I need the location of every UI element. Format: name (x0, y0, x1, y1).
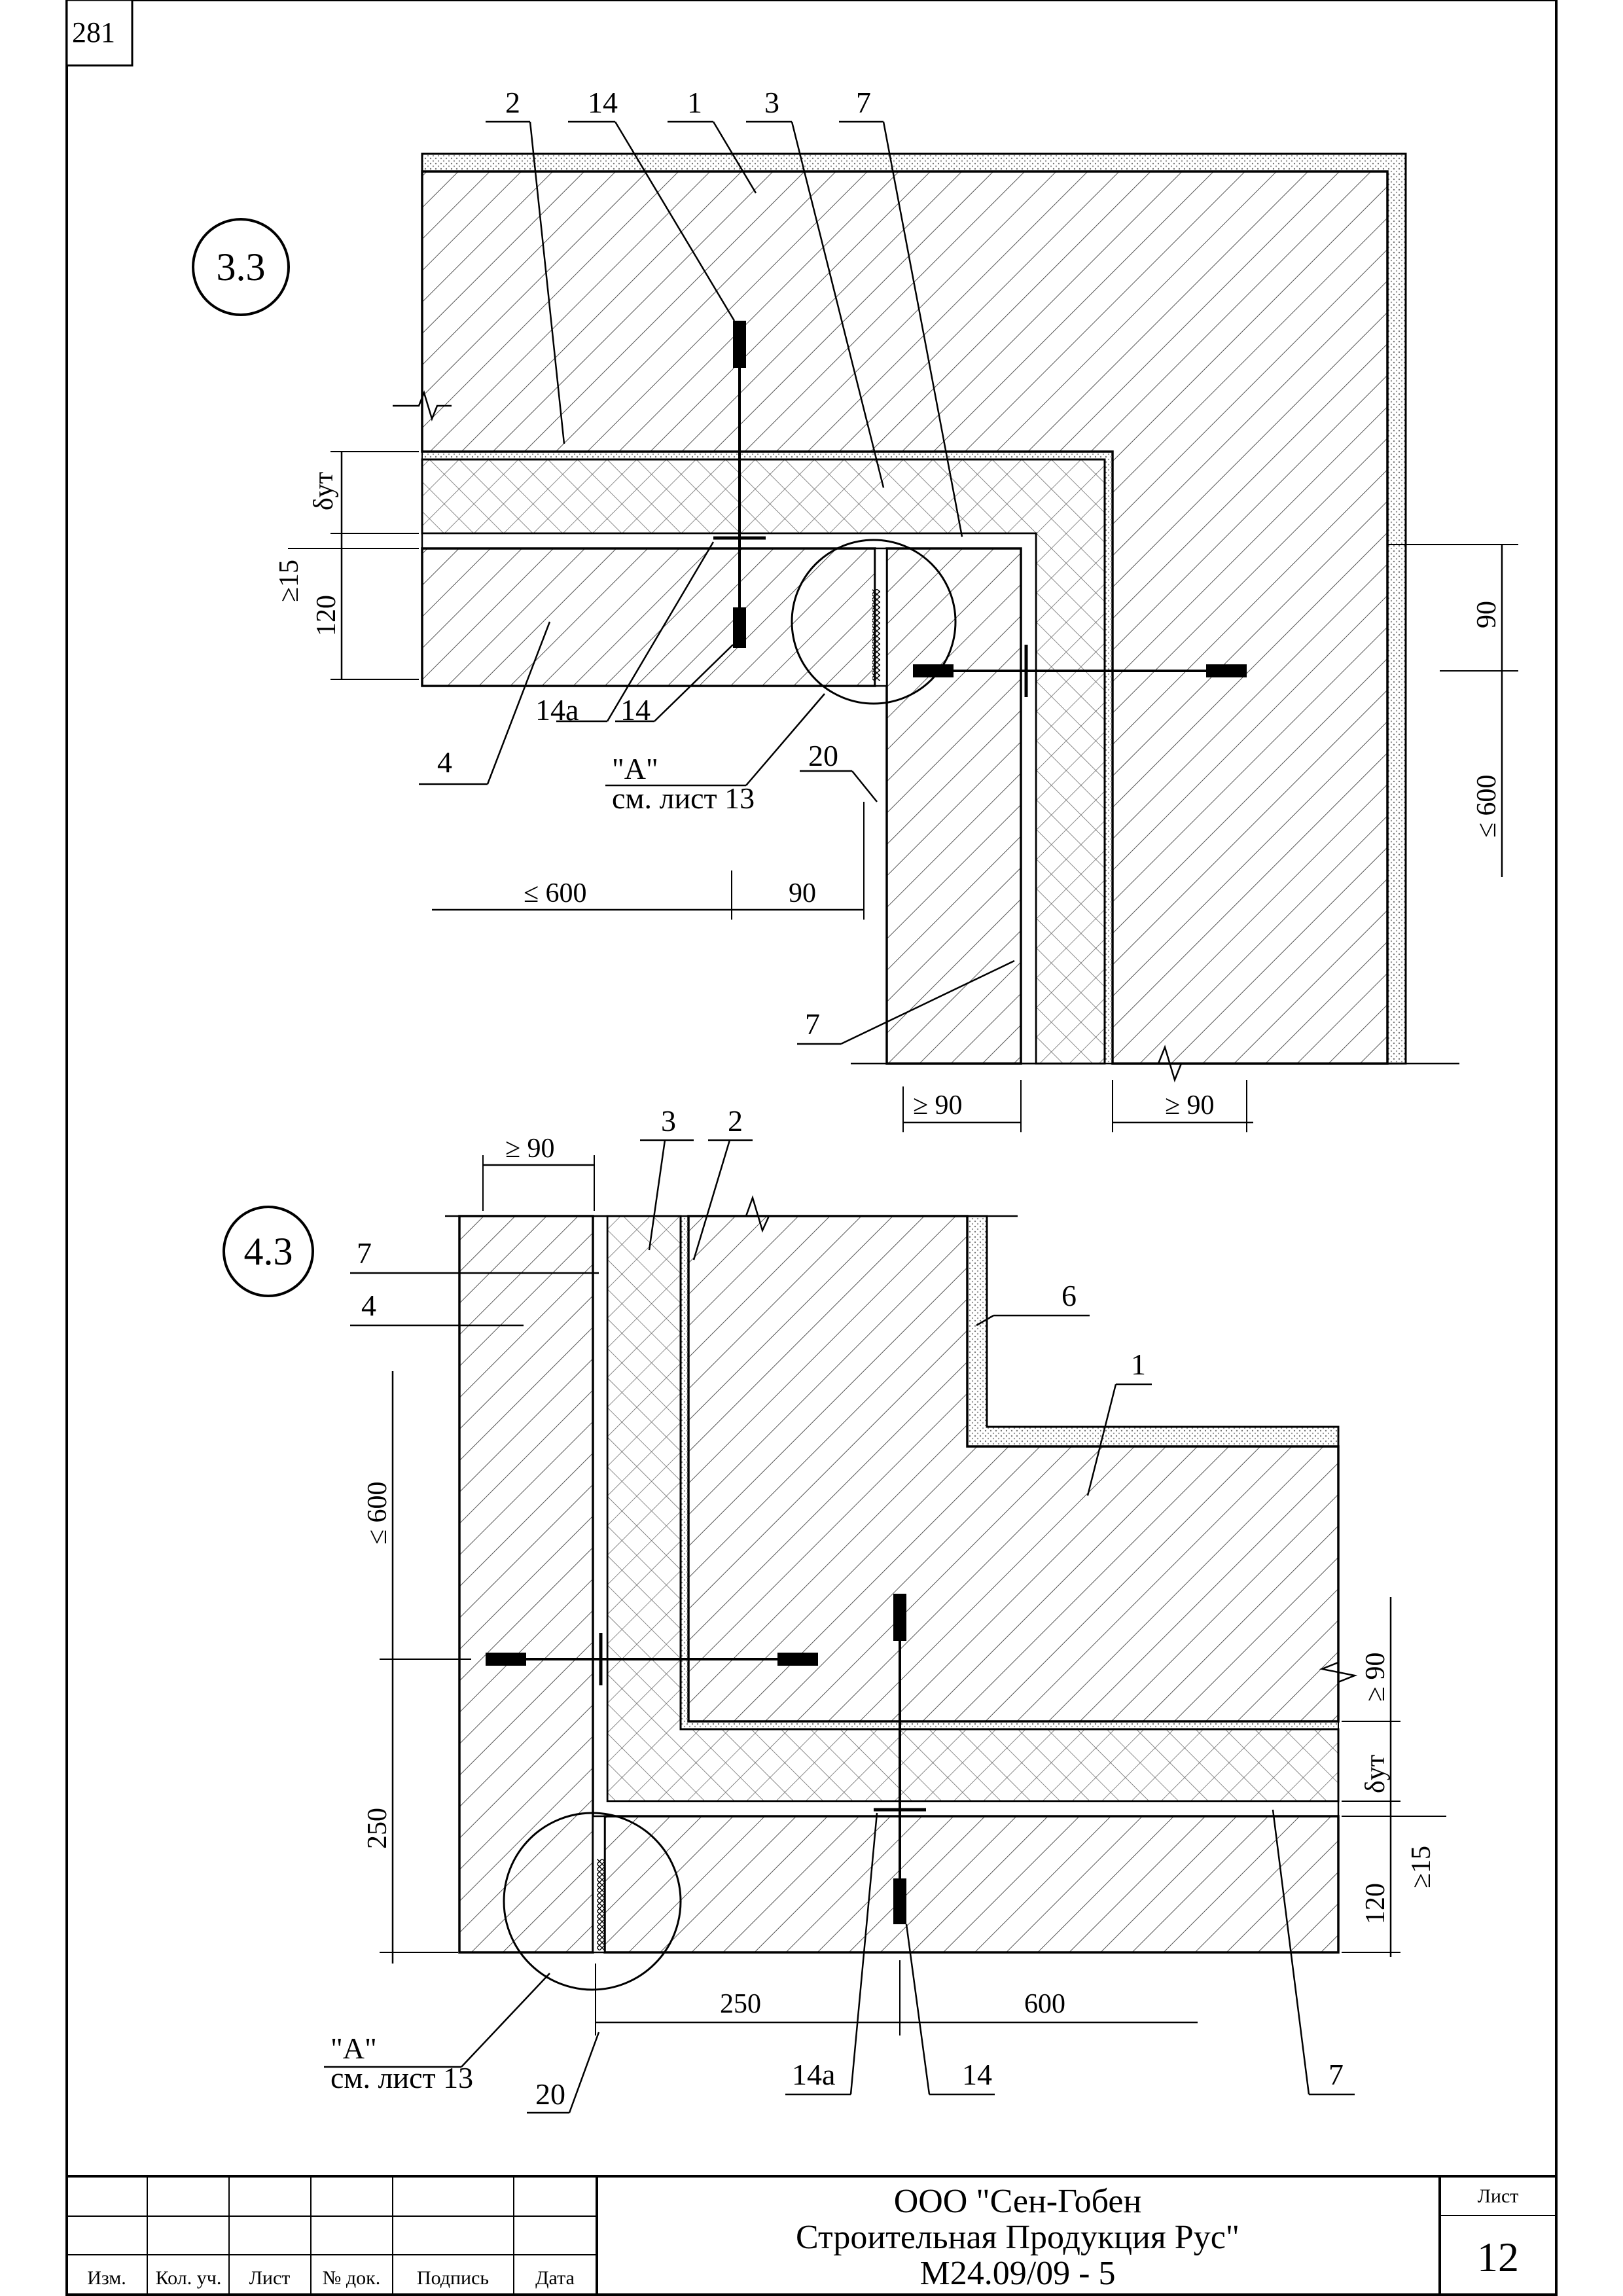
dim-delta-ut-bottom: δут (1361, 1755, 1391, 1793)
label-A-bottom: "А" (330, 2032, 377, 2065)
break-line-top-bottom (445, 1194, 1018, 1233)
label-7-lower-top: 7 (805, 1007, 820, 1041)
marker-label-bottom: 4.3 (244, 1230, 293, 1273)
tb-header-izm: Изм. (87, 2267, 126, 2289)
callout-2-top: 2 (505, 86, 520, 119)
label-A-top: "А" (612, 752, 658, 785)
callout-3-top: 3 (764, 86, 779, 119)
corner-number: 281 (72, 16, 115, 48)
label-4-bottom: 4 (361, 1289, 376, 1322)
dim-ge90-right-bottom: ≥ 90 (1361, 1652, 1391, 1702)
anchor-14-head-a (733, 321, 746, 368)
facing-4-vertical (885, 547, 1022, 1065)
joint-mesh-top (872, 589, 880, 681)
dim-90-right-top: 90 (1472, 601, 1502, 628)
tb-sheet-label: Лист (1478, 2185, 1519, 2207)
dim-le600-right-top: ≤ 600 (1472, 774, 1502, 838)
facing-4-horizontal (421, 547, 876, 687)
tb-company-line2: Строительная Продукция Рус" (796, 2219, 1240, 2256)
dim-600-horizontal-bottom: 600 (1024, 1989, 1065, 2019)
label-7-bottom: 7 (357, 1236, 372, 1270)
tb-header-list: Лист (249, 2267, 291, 2289)
detail-bottom: 4.3 ≥ 90 3 2 7 4 6 1 ≤ 600 250 (223, 1104, 1446, 2114)
dim-ge15-top: ≥15 (274, 560, 304, 602)
callout-1-top: 1 (687, 86, 702, 119)
label-4-top: 4 (437, 745, 452, 779)
detail-a-circle-bottom (503, 1812, 682, 1991)
break-line-bottom-top (851, 1045, 1459, 1083)
anchor-h-head-c (486, 1653, 526, 1666)
title-block: Изм. Кол. уч. Лист № док. Подпись Дата О… (67, 2175, 1556, 2295)
label-A-sheet-top: см. лист 13 (612, 781, 755, 815)
detail-top: 3.3 2 14 1 3 7 14а 14 4 "А" см. лист 13 … (192, 86, 1518, 1132)
callout-14-top: 14 (588, 86, 618, 119)
dim-ge90-b-top: ≥ 90 (1165, 1090, 1215, 1121)
marker-circle-top (192, 218, 290, 316)
dim-ge15-bottom: ≥15 (1406, 1846, 1436, 1888)
dim-le600-bottom-top: ≤ 600 (524, 878, 587, 908)
dim-le600-left-bottom: ≤ 600 (363, 1481, 393, 1545)
label-14a-top: 14а (535, 693, 579, 726)
tb-header-sign: Подпись (417, 2267, 489, 2289)
anchor-14-head-b (733, 607, 746, 648)
joint-mesh-bottom (597, 1859, 605, 1950)
label-14-bottom: 14 (962, 2058, 992, 2091)
label-A-sheet-bottom: см. лист 13 (330, 2061, 473, 2094)
tb-header-doc: № док. (323, 2267, 380, 2289)
anchor-14-head-d (893, 1878, 906, 1924)
break-line-left-top (393, 390, 452, 422)
dim-250-horizontal-bottom: 250 (720, 1989, 761, 2019)
anchor-14-head-c (893, 1594, 906, 1641)
facing-4-horizontal-bottom (603, 1815, 1340, 1954)
dim-delta-ut-top: δут (309, 472, 339, 511)
dim-120-bottom: 120 (1361, 1883, 1391, 1924)
anchor-h-head-d (777, 1653, 818, 1666)
dim-ge90-top-bottom: ≥ 90 (505, 1134, 555, 1164)
label-14-top: 14 (620, 693, 651, 726)
label-20-bottom: 20 (535, 2077, 565, 2111)
dim-120-top: 120 (312, 595, 342, 636)
tb-header-date: Дата (535, 2267, 575, 2289)
wall-1-bottom (687, 1215, 1340, 1723)
label-6-bottom: 6 (1061, 1279, 1077, 1312)
anchor-h-head-a (913, 664, 954, 677)
callout-3-bottom: 3 (661, 1104, 676, 1138)
dim-ge90-a-top: ≥ 90 (913, 1090, 963, 1121)
plaster-layer-6 (966, 1215, 1340, 1448)
detail-a-circle-top (791, 539, 957, 705)
label-14a-bottom: 14а (792, 2058, 835, 2091)
callout-7-top: 7 (856, 86, 871, 119)
label-20-top: 20 (808, 739, 838, 772)
sheet-frame (65, 0, 1558, 2296)
corner-number-box (65, 0, 134, 67)
marker-circle-bottom (223, 1206, 314, 1297)
anchor-h-head-b (1206, 664, 1247, 677)
break-line-right-bottom (1319, 1636, 1358, 1702)
dim-250-left-bottom: 250 (363, 1808, 393, 1849)
tb-sheet-number: 12 (1477, 2234, 1519, 2280)
tb-header-kol: Кол. уч. (156, 2267, 222, 2289)
facing-4-vertical-bottom (458, 1215, 594, 1954)
label-7-lower-bottom: 7 (1329, 2058, 1344, 2091)
dim-90-bottom-top: 90 (789, 878, 816, 908)
label-1-bottom: 1 (1131, 1348, 1146, 1381)
tb-doc-code: М24.09/09 - 5 (920, 2255, 1116, 2292)
marker-label-top: 3.3 (217, 245, 266, 289)
callout-2-bottom: 2 (728, 1104, 743, 1138)
tb-company-line1: ООО "Сен-Гобен (894, 2183, 1142, 2220)
